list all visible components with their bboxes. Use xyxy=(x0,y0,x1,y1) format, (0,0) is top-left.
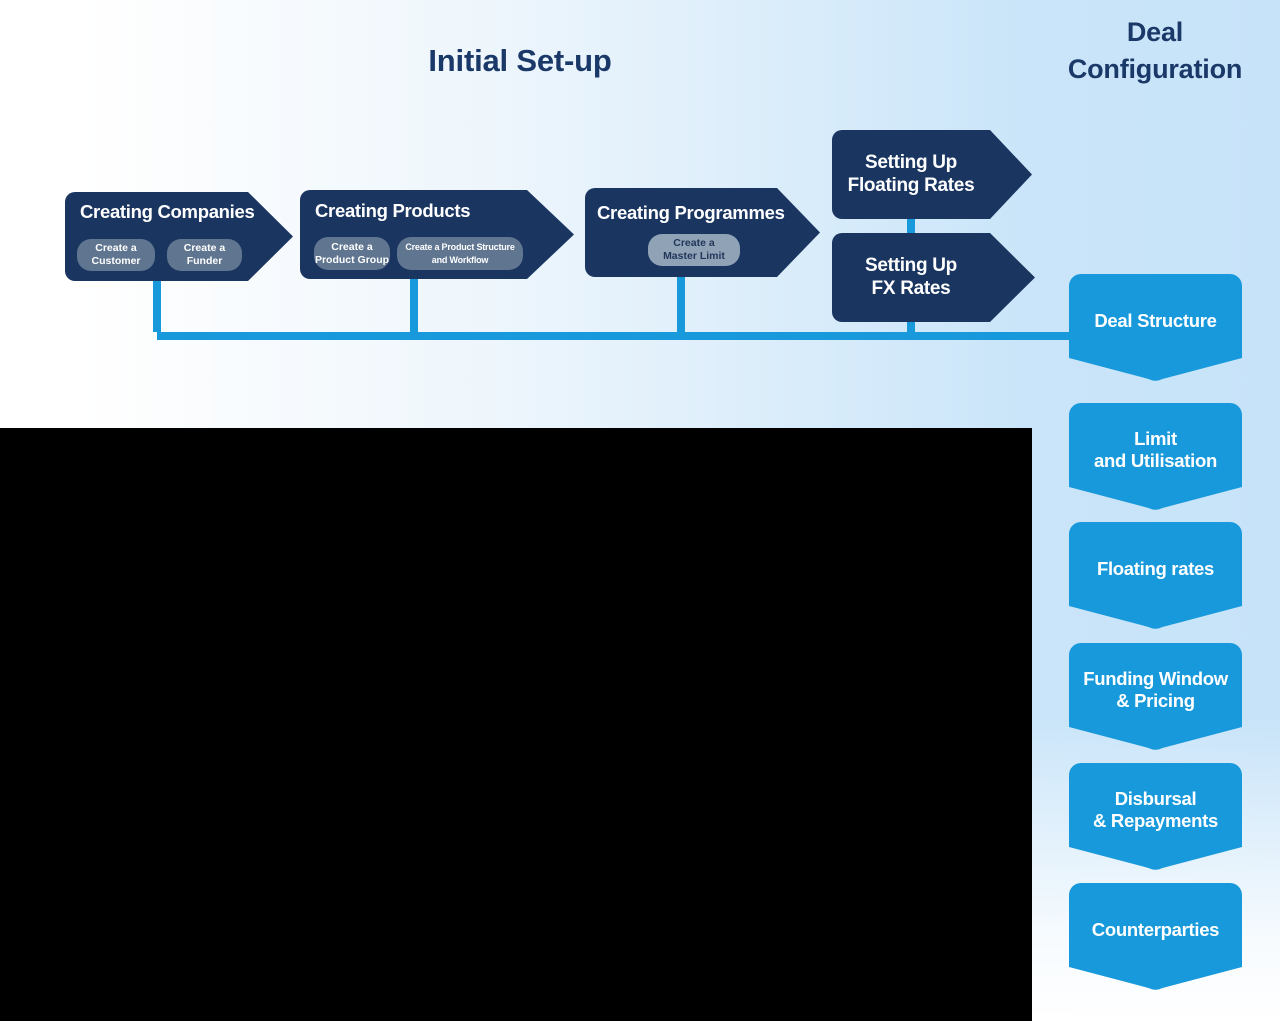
creating-products-title: Creating Products xyxy=(315,200,471,221)
pill-text: Customer xyxy=(91,255,141,267)
counterparties-banner-shape xyxy=(1069,883,1242,990)
node-creating-products[interactable]: Creating Products Create a Product Group… xyxy=(300,190,574,279)
node-setting-up-fx-rates[interactable]: Setting Up FX Rates xyxy=(832,233,1035,322)
pill-create-a-customer[interactable]: Create a Customer xyxy=(77,239,155,271)
label-line: Limit xyxy=(1134,427,1177,449)
connector-fx-to-main xyxy=(907,321,915,332)
connector-floating-to-fx xyxy=(907,218,915,234)
setting-up-fx-rates-label: Setting Up FX Rates xyxy=(832,233,990,322)
pill-text: Create a xyxy=(183,242,226,254)
deal-configuration-heading-line2: Configuration xyxy=(1067,54,1243,84)
disbursal-label: Disbursal & Repayments xyxy=(1069,763,1242,857)
step-limit-and-utilisation[interactable]: Limit and Utilisation xyxy=(1069,403,1242,513)
label-line: Setting Up xyxy=(865,255,957,276)
creating-companies-title: Creating Companies xyxy=(80,201,255,222)
label-line: Deal Structure xyxy=(1094,309,1217,331)
node-creating-programmes[interactable]: Creating Programmes Create a Master Limi… xyxy=(585,188,820,277)
floating-rates-label: Floating rates xyxy=(1069,522,1242,616)
funding-window-banner-shape xyxy=(1069,643,1242,750)
pill-text: Funder xyxy=(186,255,223,267)
label-line: & Repayments xyxy=(1093,810,1218,831)
label-line: Disbursal xyxy=(1114,787,1197,809)
setting-up-fx-rates-arrow-shape xyxy=(832,233,1035,322)
pill-create-a-funder[interactable]: Create a Funder xyxy=(167,239,242,271)
step-counterparties[interactable]: Counterparties xyxy=(1069,883,1242,993)
pill-create-a-product-structure-and-workflow[interactable]: Create a Product Structure and Workflow xyxy=(397,237,523,270)
label-line: Counterparties xyxy=(1091,918,1220,940)
setting-up-floating-rates-arrow-shape xyxy=(832,130,1032,219)
deal-structure-label: Deal Structure xyxy=(1069,274,1242,368)
creating-programmes-arrow-shape xyxy=(585,188,820,277)
connector-creating-companies xyxy=(153,280,161,332)
blacked-out-region xyxy=(0,428,1032,1021)
pill-text: Master Limit xyxy=(663,250,725,262)
pill-create-a-master-limit[interactable]: Create a Master Limit xyxy=(648,234,740,266)
limit-and-utilisation-banner-shape xyxy=(1069,403,1242,510)
pill-text: Create a xyxy=(331,240,373,253)
pill-text: Product Group xyxy=(314,253,390,266)
counterparties-label: Counterparties xyxy=(1069,883,1242,977)
funding-window-label: Funding Window & Pricing xyxy=(1069,643,1242,737)
step-floating-rates[interactable]: Floating rates xyxy=(1069,522,1242,632)
deal-configuration-heading-line1: Deal xyxy=(1126,17,1184,47)
label-line: FX Rates xyxy=(871,277,951,299)
label-line: Setting Up xyxy=(865,152,957,173)
setting-up-floating-rates-label: Setting Up Floating Rates xyxy=(832,130,990,219)
label-line: & Pricing xyxy=(1116,690,1195,711)
connector-main-horizontal xyxy=(157,332,1069,340)
pill-text: and Workflow xyxy=(431,254,489,265)
pill-text: Create a xyxy=(673,237,715,249)
pill-text: Create a Product Structure xyxy=(405,241,515,252)
label-line: Floating rates xyxy=(1096,557,1215,579)
initial-setup-heading: Initial Set-up xyxy=(428,43,612,78)
deal-structure-banner-shape xyxy=(1069,274,1242,381)
pill-create-a-product-group[interactable]: Create a Product Group xyxy=(314,237,390,270)
label-line: Floating Rates xyxy=(847,174,975,196)
pill-text: Create a xyxy=(95,242,137,254)
connector-creating-programmes xyxy=(677,276,685,332)
floating-rates-banner-shape xyxy=(1069,522,1242,629)
connector-creating-products xyxy=(410,278,418,332)
node-setting-up-floating-rates[interactable]: Setting Up Floating Rates xyxy=(832,130,1032,219)
label-line: and Utilisation xyxy=(1094,450,1217,471)
step-disbursal-and-repayments[interactable]: Disbursal & Repayments xyxy=(1069,763,1242,873)
deal-configuration-heading: Deal Configuration xyxy=(1040,14,1270,88)
creating-programmes-title: Creating Programmes xyxy=(597,202,785,223)
disbursal-banner-shape xyxy=(1069,763,1242,870)
step-deal-structure[interactable]: Deal Structure xyxy=(1069,274,1242,384)
node-creating-companies[interactable]: Creating Companies Create a Customer Cre… xyxy=(65,192,293,281)
limit-and-utilisation-label: Limit and Utilisation xyxy=(1069,403,1242,497)
step-funding-window-and-pricing[interactable]: Funding Window & Pricing xyxy=(1069,643,1242,753)
label-line: Funding Window xyxy=(1083,667,1228,689)
